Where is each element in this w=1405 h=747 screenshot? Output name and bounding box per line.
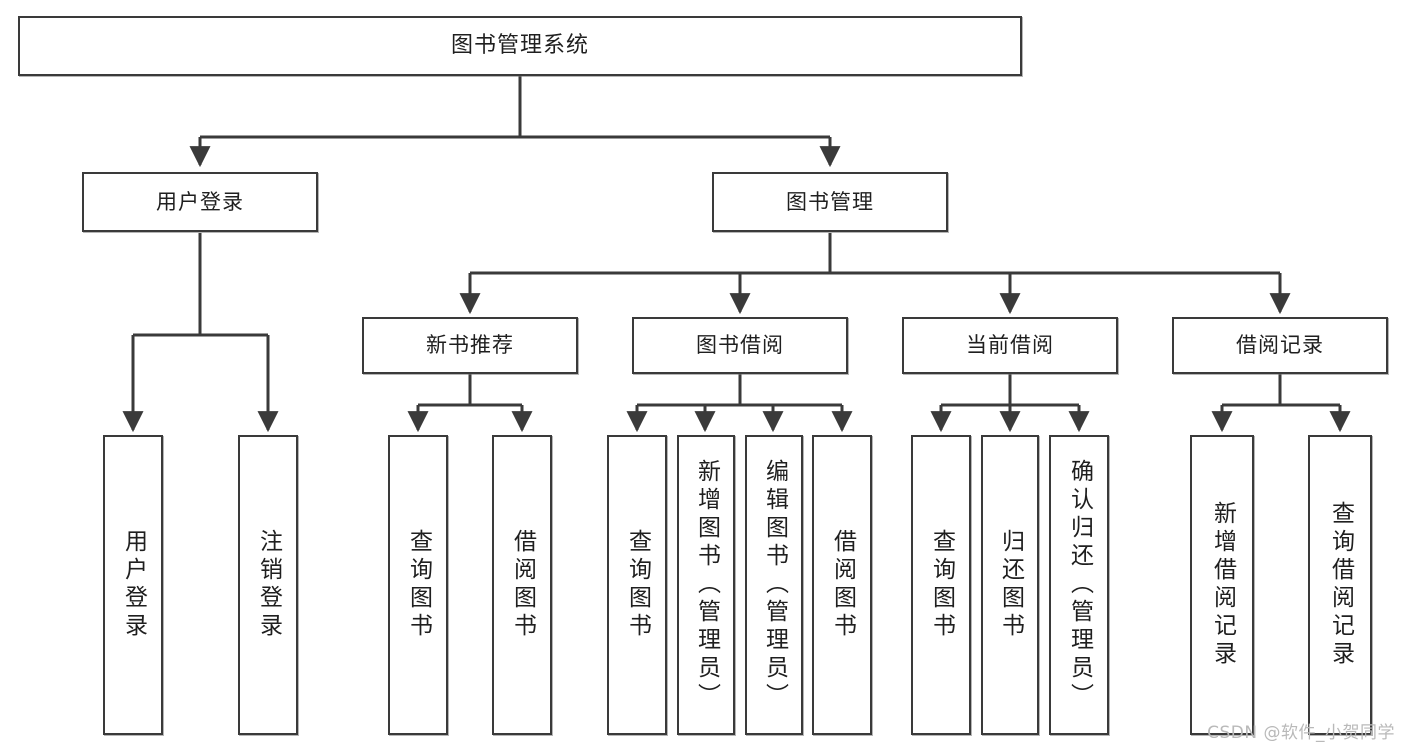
node-leaf-edit-book-label: 编辑图书（管理员）: [761, 459, 788, 711]
node-leaf-borrow-book-2[interactable]: 借阅图书: [812, 435, 872, 735]
node-leaf-add-record[interactable]: 新增借阅记录: [1190, 435, 1254, 735]
node-book-manage[interactable]: 图书管理: [712, 172, 948, 232]
node-leaf-return-book[interactable]: 归还图书: [981, 435, 1039, 735]
node-leaf-add-book-label: 新增图书（管理员）: [693, 459, 720, 711]
node-user-login-label: 用户登录: [156, 189, 244, 214]
node-book-borrow-label: 图书借阅: [696, 333, 784, 358]
node-leaf-query-book-2[interactable]: 查询图书: [607, 435, 667, 735]
node-book-borrow[interactable]: 图书借阅: [632, 317, 848, 374]
node-leaf-edit-book[interactable]: 编辑图书（管理员）: [745, 435, 803, 735]
node-leaf-borrow-book-1-label: 借阅图书: [509, 529, 536, 641]
node-borrow-record-label: 借阅记录: [1236, 333, 1324, 358]
node-leaf-user-login-label: 用户登录: [120, 529, 147, 641]
node-leaf-logout[interactable]: 注销登录: [238, 435, 298, 735]
node-leaf-confirm-return[interactable]: 确认归还（管理员）: [1049, 435, 1109, 735]
node-leaf-query-record-label: 查询借阅记录: [1327, 501, 1354, 669]
node-leaf-add-book[interactable]: 新增图书（管理员）: [677, 435, 735, 735]
node-new-book-recommend-label: 新书推荐: [426, 333, 514, 358]
node-leaf-query-book-1[interactable]: 查询图书: [388, 435, 448, 735]
node-user-login[interactable]: 用户登录: [82, 172, 318, 232]
node-current-borrow[interactable]: 当前借阅: [902, 317, 1118, 374]
node-root-system-label: 图书管理系统: [450, 33, 589, 59]
node-leaf-query-book-3-label: 查询图书: [928, 529, 955, 641]
watermark-text: CSDN @软件_小贺同学: [1207, 723, 1395, 743]
node-leaf-query-book-2-label: 查询图书: [624, 529, 651, 641]
node-leaf-borrow-book-2-label: 借阅图书: [829, 529, 856, 641]
node-leaf-return-book-label: 归还图书: [997, 529, 1024, 641]
node-current-borrow-label: 当前借阅: [966, 333, 1054, 358]
node-borrow-record[interactable]: 借阅记录: [1172, 317, 1388, 374]
node-leaf-add-record-label: 新增借阅记录: [1209, 501, 1236, 669]
node-leaf-confirm-return-label: 确认归还（管理员）: [1066, 459, 1093, 711]
node-leaf-query-record[interactable]: 查询借阅记录: [1308, 435, 1372, 735]
node-leaf-query-book-3[interactable]: 查询图书: [911, 435, 971, 735]
node-leaf-user-login[interactable]: 用户登录: [103, 435, 163, 735]
node-leaf-logout-label: 注销登录: [255, 529, 282, 641]
node-book-manage-label: 图书管理: [786, 189, 874, 214]
node-root-system[interactable]: 图书管理系统: [18, 16, 1022, 76]
node-leaf-borrow-book-1[interactable]: 借阅图书: [492, 435, 552, 735]
node-leaf-query-book-1-label: 查询图书: [405, 529, 432, 641]
node-new-book-recommend[interactable]: 新书推荐: [362, 317, 578, 374]
